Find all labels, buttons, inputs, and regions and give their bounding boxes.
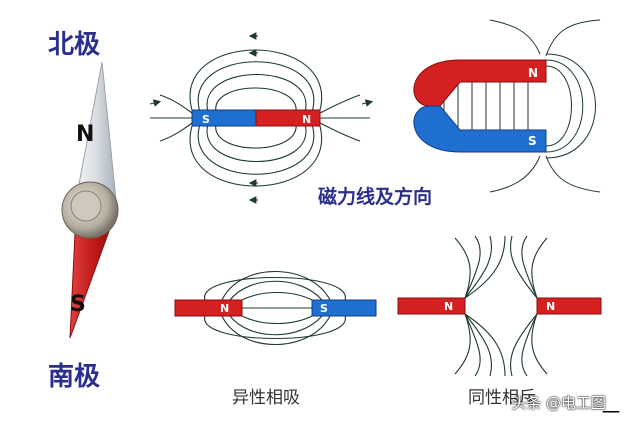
needle-s-letter: S (70, 292, 86, 317)
needle-n-letter: N (76, 122, 94, 147)
attract-field (204, 271, 346, 345)
repel-left-n-letter: N (444, 300, 453, 313)
repel-field (454, 235, 548, 377)
compass-needle: N S (61, 61, 119, 339)
attract-n-letter: N (220, 302, 229, 315)
bar-magnet: S N (191, 109, 321, 127)
attract-caption: 异性相吸 (232, 388, 300, 408)
watermark: 头条 @电工图 (511, 394, 606, 412)
repel-caption: 同性相斥 (468, 388, 536, 408)
bar-s-letter: S (202, 113, 210, 126)
horseshoe-s-letter: S (528, 134, 537, 148)
repel-magnets: N N (397, 297, 602, 315)
attract-s-letter: S (320, 302, 328, 315)
figure-mark: 一 (602, 403, 620, 424)
repel-right-n-letter: N (546, 300, 555, 313)
bar-n-letter: N (302, 113, 311, 126)
bar-magnet-field (149, 32, 374, 204)
south-pole-label: 南极 (48, 362, 101, 392)
horseshoe-magnet: N S (413, 59, 547, 153)
horseshoe-n-letter: N (528, 66, 538, 80)
attract-magnets: N S (174, 299, 377, 317)
field-lines-title: 磁力线及方向 (318, 186, 433, 208)
north-pole-label: 北极 (48, 30, 101, 60)
horseshoe-field (443, 19, 601, 193)
